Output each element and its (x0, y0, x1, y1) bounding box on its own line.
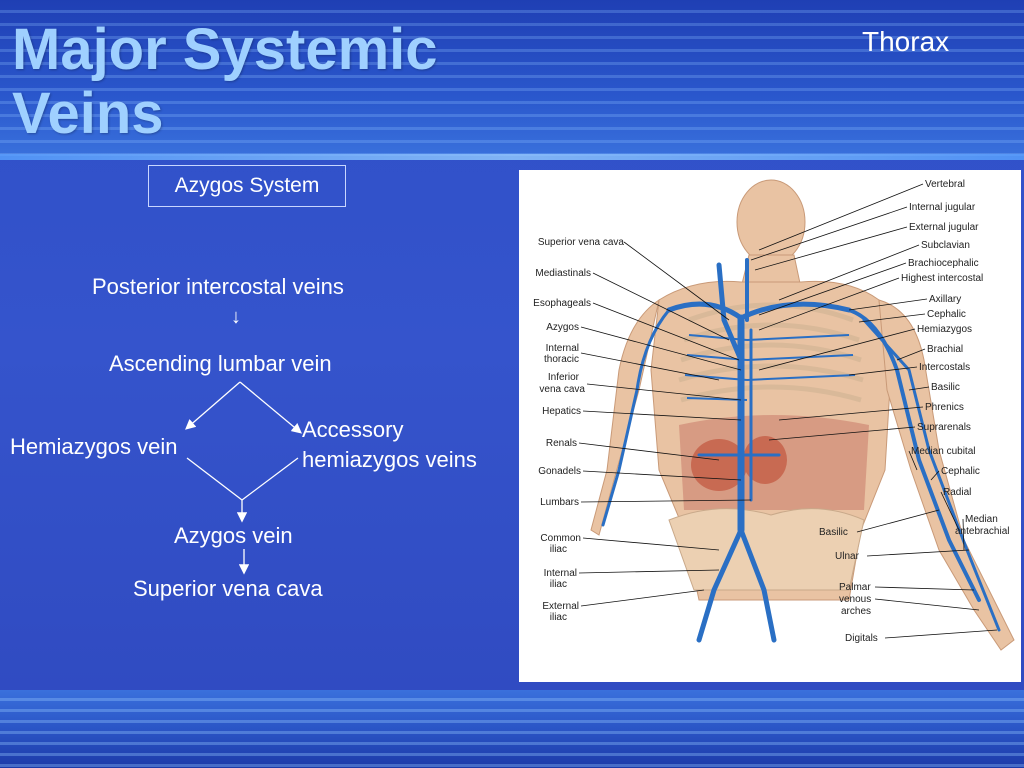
connector-to-accessory (239, 381, 302, 434)
label-inferior-vena-cava-1: Inferior (548, 372, 580, 383)
label-radial: Radial (943, 487, 971, 498)
label-internal-thoracic-2: thoracic (544, 354, 579, 365)
header-band (0, 0, 1024, 160)
label-brachial: Brachial (927, 344, 963, 355)
anatomy-figure: Superior vena cava Mediastinals Esophage… (519, 170, 1021, 682)
arrow-down-1: ↓ (231, 306, 241, 328)
node-superior-vena-cava: Superior vena cava (133, 576, 323, 601)
label-palmar-venous-arches-2: venous (839, 594, 871, 605)
node-accessory-hemiazygos: Accessory hemiazygos veins (302, 415, 477, 475)
label-lumbars: Lumbars (540, 497, 579, 508)
label-esophageals: Esophageals (533, 298, 591, 309)
node-hemiazygos: Hemiazygos vein (10, 434, 178, 459)
label-external-iliac-1: External (542, 601, 579, 612)
label-subclavian: Subclavian (921, 240, 970, 251)
vein-illustration: Superior vena cava Mediastinals Esophage… (533, 179, 1015, 651)
label-common-iliac-1: Common (540, 533, 581, 544)
label-internal-thoracic-1: Internal (546, 343, 579, 354)
label-basilic-upper: Basilic (931, 382, 960, 393)
connector-to-hemiazygos (185, 381, 241, 430)
label-external-jugular: External jugular (909, 222, 979, 233)
node-posterior-intercostal: Posterior intercostal veins (92, 274, 344, 299)
connector-accessory-down (241, 457, 299, 501)
label-internal-jugular: Internal jugular (909, 202, 976, 213)
footer-band (0, 690, 1024, 768)
label-vertebral: Vertebral (925, 179, 965, 190)
label-mediastinals: Mediastinals (535, 268, 591, 279)
label-hemiazygos: Hemiazygos (917, 324, 972, 335)
section-label: Thorax (862, 26, 950, 57)
title-line-1: Major Systemic (12, 17, 438, 82)
label-suprarenals: Suprarenals (917, 422, 971, 433)
label-superior-vena-cava: Superior vena cava (538, 237, 625, 248)
label-cephalic-lower: Cephalic (941, 466, 980, 477)
label-phrenics: Phrenics (925, 402, 964, 413)
label-basilic-lower: Basilic (819, 527, 848, 538)
title-line-2: Veins (12, 81, 164, 146)
accessory-line-1: Accessory (302, 417, 404, 442)
slide-title: Major Systemic Veins (12, 18, 572, 146)
label-cephalic-upper: Cephalic (927, 309, 966, 320)
label-palmar-venous-arches-3: arches (841, 606, 871, 617)
azygos-system-label: Azygos System (174, 174, 320, 197)
label-gonadels: Gonadels (538, 466, 581, 477)
label-median-cubital: Median cubital (911, 446, 975, 457)
label-common-iliac-2: iliac (550, 544, 567, 555)
label-internal-iliac-1: Internal (544, 568, 577, 579)
label-hepatics: Hepatics (542, 406, 581, 417)
label-ulnar: Ulnar (835, 551, 860, 562)
azygos-system-box: Azygos System (148, 165, 346, 207)
label-median-antebrachial-1: Median (965, 514, 998, 525)
node-azygos-vein: Azygos vein (174, 523, 293, 548)
label-renals: Renals (546, 438, 577, 449)
label-median-antebrachial-2: antebrachial (955, 526, 1009, 537)
label-external-iliac-2: iliac (550, 612, 567, 623)
label-azygos: Azygos (546, 322, 579, 333)
label-axillary: Axillary (929, 294, 961, 305)
label-palmar-venous-arches-1: Palmar (839, 582, 871, 593)
label-brachiocephalic: Brachiocephalic (908, 258, 979, 269)
label-digitals: Digitals (845, 633, 878, 644)
label-internal-iliac-2: iliac (550, 579, 567, 590)
label-intercostals: Intercostals (919, 362, 970, 373)
label-inferior-vena-cava-2: vena cava (539, 384, 585, 395)
accessory-line-2: hemiazygos veins (302, 447, 477, 472)
connector-hemiazygos-down (186, 457, 243, 501)
node-ascending-lumbar: Ascending lumbar vein (109, 351, 332, 376)
label-highest-intercostal: Highest intercostal (901, 273, 983, 284)
